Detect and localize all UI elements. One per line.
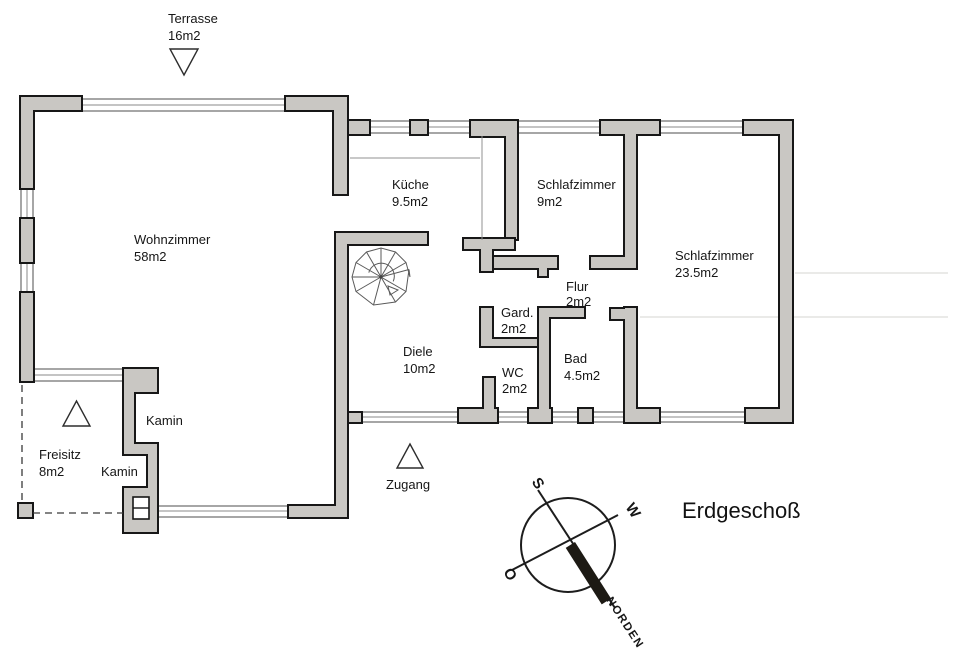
flur-name: Flur bbox=[566, 279, 589, 294]
bad-area: 4.5m2 bbox=[564, 368, 600, 383]
flur-area: 2m2 bbox=[566, 294, 591, 309]
garderobe-area: 2m2 bbox=[501, 321, 526, 336]
diele-name: Diele bbox=[403, 344, 433, 359]
freisitz-area: 8m2 bbox=[39, 464, 64, 479]
terrasse-area: 16m2 bbox=[168, 28, 201, 43]
wall-right-exterior bbox=[742, 119, 794, 424]
wall-wohnzimmer-top-right bbox=[284, 95, 349, 196]
window-bottom-2 bbox=[497, 411, 529, 423]
window-kueche-2 bbox=[427, 120, 471, 134]
kamin-lower-label: Kamin bbox=[101, 464, 138, 479]
stair-direction-arrow bbox=[387, 285, 400, 296]
wohnzimmer-name: Wohnzimmer bbox=[134, 232, 211, 247]
kueche-area: 9.5m2 bbox=[392, 194, 428, 209]
wall-zugang-stub bbox=[347, 411, 363, 424]
wohnzimmer-area: 58m2 bbox=[134, 249, 167, 264]
windows bbox=[20, 98, 746, 518]
bad-name: Bad bbox=[564, 351, 587, 366]
zugang-triangle-marker bbox=[395, 442, 425, 469]
kueche-name: Küche bbox=[392, 177, 429, 192]
window-bottom-4 bbox=[592, 411, 625, 423]
wall-kueche-band-2 bbox=[409, 119, 429, 136]
kamin-upper-label: Kamin bbox=[146, 413, 183, 428]
compass-letter-w: W bbox=[622, 500, 644, 522]
compass-axis-ow bbox=[511, 514, 619, 571]
walls bbox=[17, 95, 794, 534]
window-zugang-door bbox=[361, 411, 459, 423]
wall-kueche-band-1 bbox=[347, 119, 371, 136]
wall-wc-left bbox=[457, 376, 499, 424]
freisitz-boundary bbox=[21, 385, 123, 514]
terrasse-triangle-marker bbox=[168, 48, 200, 77]
chimney-shaft bbox=[132, 496, 150, 520]
wall-wohnzimmer-right bbox=[287, 231, 429, 519]
window-left-lower bbox=[20, 262, 34, 293]
window-left-upper bbox=[20, 188, 34, 219]
schlafzimmer-gross-name: Schlafzimmer bbox=[675, 248, 754, 263]
wall-between-bedrooms bbox=[589, 119, 661, 270]
wall-kueche-foot bbox=[462, 237, 516, 273]
compass-norden-label: NORDEN bbox=[603, 595, 645, 651]
window-wohnzimmer-bottom bbox=[157, 505, 289, 518]
wall-left-lower bbox=[19, 291, 35, 383]
zugang-label: Zugang bbox=[386, 477, 430, 492]
window-schlafzimmer-gross-top bbox=[659, 120, 744, 134]
spiral-staircase bbox=[351, 247, 411, 306]
wall-kueche-schlafzimmer bbox=[469, 119, 519, 241]
kitchen-counter-lines bbox=[350, 136, 483, 240]
wall-left-middle bbox=[19, 217, 35, 264]
schlafzimmer-klein-area: 9m2 bbox=[537, 194, 562, 209]
room-labels: Terrasse 16m2 Wohnzimmer 58m2 Küche 9.5m… bbox=[39, 11, 754, 492]
chimney-structure bbox=[122, 367, 159, 534]
floor-title: Erdgeschoß bbox=[682, 498, 801, 523]
diele-area: 10m2 bbox=[403, 361, 436, 376]
compass-north-bar bbox=[565, 542, 611, 605]
entrance-markers bbox=[61, 48, 425, 469]
freisitz-post bbox=[17, 502, 34, 519]
compass-rose: S W O NORDEN bbox=[499, 475, 645, 651]
compass-circle bbox=[520, 497, 616, 593]
stair-treads bbox=[352, 248, 410, 306]
wall-schlafzimmer-klein-bottom bbox=[491, 255, 559, 278]
window-kueche-1 bbox=[369, 120, 411, 134]
window-schlafzimmer-klein bbox=[517, 120, 601, 134]
wall-bad-right bbox=[609, 306, 661, 424]
wall-top-left-corner bbox=[19, 95, 83, 190]
freisitz-name: Freisitz bbox=[39, 447, 81, 462]
wall-bottom-block bbox=[577, 407, 594, 424]
wall-wc-bad-separator bbox=[527, 306, 586, 424]
window-bottom-3 bbox=[551, 411, 579, 423]
terrasse-name: Terrasse bbox=[168, 11, 218, 26]
schlafzimmer-gross-area: 23.5m2 bbox=[675, 265, 718, 280]
window-top-terrasse bbox=[81, 98, 286, 112]
garderobe-name: Gard. bbox=[501, 305, 534, 320]
schlafzimmer-klein-name: Schlafzimmer bbox=[537, 177, 616, 192]
wc-name: WC bbox=[502, 365, 524, 380]
window-freisitz-top bbox=[32, 368, 124, 382]
compass-letter-s: S bbox=[528, 475, 548, 493]
freisitz-triangle-marker bbox=[61, 399, 92, 427]
wc-area: 2m2 bbox=[502, 381, 527, 396]
window-schlafzimmer-gross-bottom bbox=[659, 411, 746, 423]
